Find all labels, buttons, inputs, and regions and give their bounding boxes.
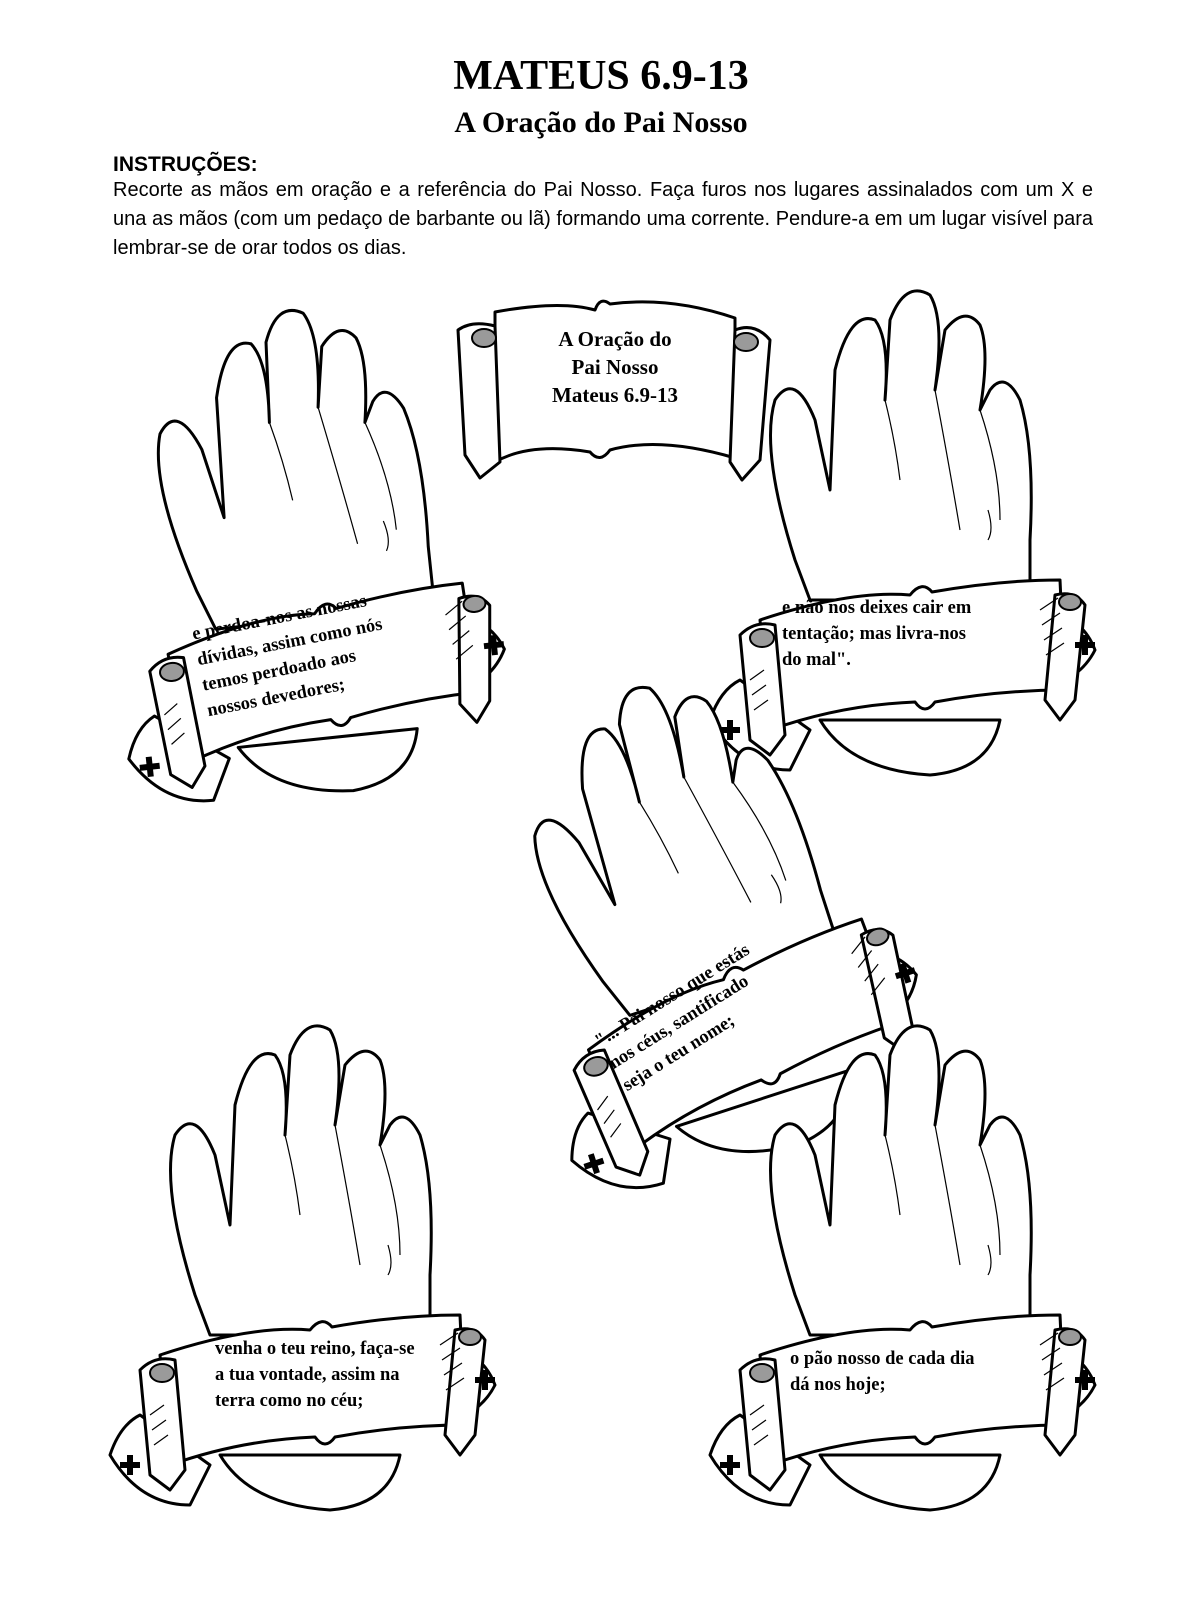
page-title: MATEUS 6.9-13 xyxy=(453,53,749,99)
page-subtitle: A Oração do Pai Nosso xyxy=(454,106,748,139)
verse-top-right: e não nos deixes cair em tentação; mas l… xyxy=(782,598,972,670)
cross-icon xyxy=(483,634,505,656)
cross-icon xyxy=(475,1370,495,1390)
praying-hands-icon xyxy=(108,1024,497,1512)
hands-card-bottom-left xyxy=(100,985,500,1545)
hands-card-center xyxy=(500,640,918,1200)
cross-icon xyxy=(583,1153,605,1175)
praying-hands-icon xyxy=(708,289,1097,777)
praying-hands-icon xyxy=(708,1024,1097,1512)
cross-icon xyxy=(1075,635,1095,655)
praying-hands-icon xyxy=(533,685,918,1190)
cross-icon xyxy=(720,1455,740,1475)
cross-icon xyxy=(894,962,916,984)
praying-hands-icon xyxy=(127,308,506,803)
verse-bottom-left: venha o teu reino, faça-se a tua vontade… xyxy=(215,1339,415,1411)
banner-text: A Oração do Pai Nosso Mateus 6.9-13 xyxy=(552,327,678,407)
verse-bottom-right: o pão nosso de cada dia dá nos hoje; xyxy=(790,1349,975,1395)
cross-icon xyxy=(120,1455,140,1475)
hands-card-top-left xyxy=(100,270,506,830)
instructions-label: INSTRUÇÕES: xyxy=(113,153,258,176)
instructions-text: Recorte as mãos em oração e a referência… xyxy=(113,179,1093,259)
hands-card-top-right xyxy=(700,250,1100,810)
hands-card-bottom-right xyxy=(700,985,1100,1545)
cross-icon xyxy=(139,756,161,778)
cross-icon xyxy=(1075,1370,1095,1390)
cross-icon xyxy=(720,720,740,740)
